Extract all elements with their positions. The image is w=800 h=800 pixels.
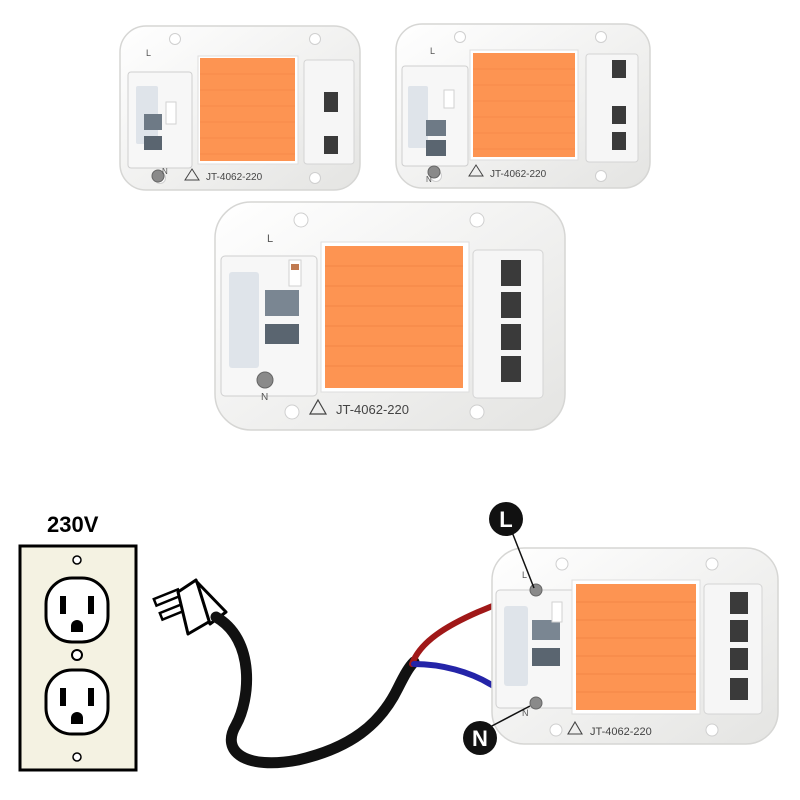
module-4-warning-icon <box>567 720 583 735</box>
module-1-warning-icon <box>184 168 200 181</box>
led-module-1: L N JT-4062-220 <box>119 25 361 191</box>
module-1-neutral-mark: N <box>162 167 168 176</box>
module-3-model-label: JT-4062-220 <box>336 402 409 417</box>
module-4-live-mark: L <box>522 570 527 580</box>
module-4-model-label: JT-4062-220 <box>590 726 652 738</box>
neutral-terminal-label: N <box>472 726 488 751</box>
module-3-led-grid <box>325 265 463 367</box>
led-module-2: L N JT-4062-220 <box>395 23 651 189</box>
module-4-cob-led <box>576 584 696 710</box>
module-3-live-mark: L <box>267 233 273 245</box>
module-1-model-label: JT-4062-220 <box>206 172 263 183</box>
module-3-cob-led <box>325 246 463 388</box>
two-prong-plug-icon <box>152 578 228 636</box>
power-outlet-icon <box>18 544 138 772</box>
module-4-led-grid <box>576 601 696 693</box>
module-1-live-mark: L <box>146 48 151 58</box>
module-2-neutral-mark: N <box>426 175 432 184</box>
module-1-led-grid <box>200 73 295 155</box>
module-2-model-label: JT-4062-220 <box>490 169 547 180</box>
module-2-cob-led <box>473 53 575 157</box>
led-module-4: L N JT-4062-220 <box>491 547 779 745</box>
module-2-led-grid <box>473 68 575 150</box>
voltage-label: 230V <box>47 512 99 537</box>
module-3-neutral-mark: N <box>261 392 268 403</box>
module-1-cob-led <box>200 58 295 161</box>
power-cord <box>210 611 420 769</box>
neutral-terminal-marker: N <box>463 705 531 755</box>
module-3-warning-icon <box>308 398 328 415</box>
module-2-live-mark: L <box>430 46 435 56</box>
live-terminal-label: L <box>499 507 512 532</box>
module-4-neutral-mark: N <box>522 708 529 718</box>
led-module-3: L N JT-4062-220 <box>214 201 566 431</box>
outlet-receptacle-bottom <box>44 668 110 736</box>
module-2-warning-icon <box>468 164 484 177</box>
live-terminal-marker: L <box>489 502 535 589</box>
outlet-receptacle-top <box>44 576 110 644</box>
